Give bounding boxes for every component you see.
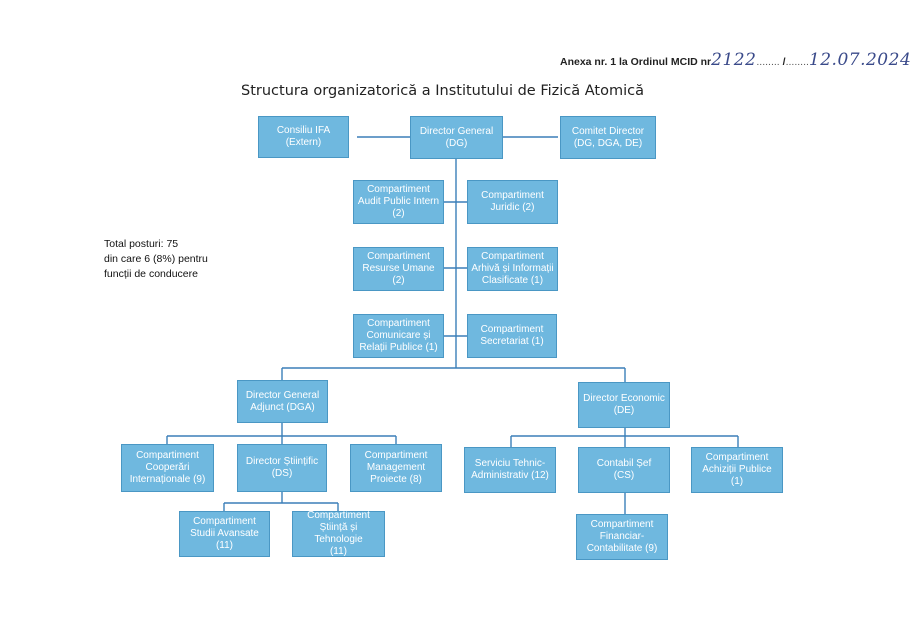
node-financiar-contabilitate: Compartiment Financiar- Contabilitate (9…: [576, 514, 668, 560]
note-line-1: Total posturi: 75: [104, 238, 179, 250]
annex-label: Anexa nr. 1 la Ordinul MCID nr: [560, 56, 712, 68]
node-juridic-label: Compartiment Juridic (2): [481, 190, 544, 213]
node-serviciu-tehnic: Serviciu Tehnic- Administrativ (12): [464, 447, 556, 493]
node-management-proiecte: Compartiment Management Proiecte (8): [350, 444, 442, 492]
node-de-label: Director Economic (DE): [583, 393, 665, 416]
node-secretariat: Compartiment Secretariat (1): [467, 314, 557, 358]
chart-title: Structura organizatorică a Institutului …: [241, 83, 644, 99]
node-contabil-label: Contabil Șef (CS): [596, 458, 652, 481]
node-juridic: Compartiment Juridic (2): [467, 180, 558, 224]
node-comunicare-relatii: Compartiment Comunicare și Relații Publi…: [353, 314, 444, 358]
node-director-general-label: Director General (DG): [419, 125, 494, 149]
node-director-economic: Director Economic (DE): [578, 382, 670, 428]
node-resurse-label: Compartiment Resurse Umane (2): [362, 251, 435, 286]
node-secretariat-label: Compartiment Secretariat (1): [480, 324, 544, 347]
node-ds-label: Director Științific (DS): [245, 456, 319, 479]
node-resurse-umane: Compartiment Resurse Umane (2): [353, 247, 444, 291]
node-director-general: Director General (DG): [410, 116, 503, 159]
dotted-fill: ........: [756, 56, 780, 68]
node-achizitii-publice: Compartiment Achiziții Publice (1): [691, 447, 783, 493]
node-comunicare-label: Compartiment Comunicare și Relații Publi…: [359, 318, 438, 353]
dotted-fill-2: ........: [785, 56, 809, 68]
node-arhiva-label: Compartiment Arhivă și Informații Clasif…: [471, 251, 554, 286]
node-stiinta-tehnologie: Compartiment Știință și Tehnologie (11): [292, 510, 385, 557]
node-consiliu-ifa: Consiliu IFA (Extern): [258, 116, 349, 158]
staff-total-note: Total posturi: 75 din care 6 (8%) pentru…: [104, 237, 208, 282]
node-studii-label: Compartiment Studii Avansate (11): [190, 516, 259, 551]
note-line-3: funcții de conducere: [104, 268, 198, 280]
note-line-2: din care 6 (8%) pentru: [104, 253, 208, 265]
node-financiar-label: Compartiment Financiar- Contabilitate (9…: [586, 519, 658, 554]
annex-separator: /: [782, 56, 786, 68]
node-cooperari-internationale: Compartiment Cooperări Internaționale (9…: [121, 444, 214, 492]
node-contabil-sef: Contabil Șef (CS): [578, 447, 670, 493]
order-number: 2122: [711, 50, 757, 70]
node-director-stiintific: Director Științific (DS): [237, 444, 327, 492]
node-serviciu-label: Serviciu Tehnic- Administrativ (12): [471, 458, 549, 481]
node-comitet-director-label: Comitet Director (DG, DGA, DE): [571, 125, 645, 149]
node-stiinta-label: Compartiment Știință și Tehnologie (11): [307, 510, 370, 557]
node-management-label: Compartiment Management Proiecte (8): [364, 450, 428, 485]
annex-reference: Anexa nr. 1 la Ordinul MCID nr2122......…: [560, 50, 911, 70]
node-audit-label: Compartiment Audit Public Intern (2): [357, 184, 440, 219]
order-date: 12.07.2024: [808, 50, 911, 70]
node-comitet-director: Comitet Director (DG, DGA, DE): [560, 116, 656, 159]
node-consiliu-ifa-label: Consiliu IFA (Extern): [276, 125, 331, 148]
connector-lines: [166, 136, 739, 514]
node-studii-avansate: Compartiment Studii Avansate (11): [179, 511, 270, 557]
node-arhiva-informatii: Compartiment Arhivă și Informații Clasif…: [467, 247, 558, 291]
node-dga-label: Director General Adjunct (DGA): [245, 389, 320, 413]
node-audit-public-intern: Compartiment Audit Public Intern (2): [353, 180, 444, 224]
node-cooperari-label: Compartiment Cooperări Internaționale (9…: [129, 450, 206, 485]
node-director-general-adjunct: Director General Adjunct (DGA): [237, 380, 328, 423]
node-achizitii-label: Compartiment Achiziții Publice (1): [702, 452, 772, 487]
